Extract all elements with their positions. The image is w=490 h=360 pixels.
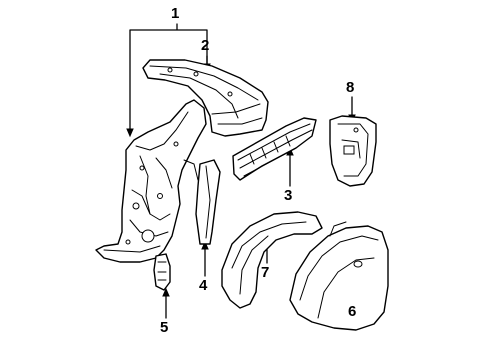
callout-4: 4 (199, 277, 208, 294)
callout-2: 2 (201, 37, 210, 54)
wheelhouse-outer-part (289, 221, 389, 331)
quarter-inner-panel-part (95, 99, 207, 263)
upper-rail-part (142, 59, 269, 137)
callout-7: 7 (261, 264, 270, 281)
callout-5: 5 (160, 319, 169, 336)
pillar-strip-part (195, 159, 221, 245)
callout-6: 6 (348, 303, 357, 320)
small-bracket-part (153, 253, 171, 291)
support-bracket-part (329, 115, 377, 187)
callout-1: 1 (171, 5, 180, 22)
extension-panel-part (232, 117, 317, 181)
callout-8: 8 (346, 79, 355, 96)
wheelhouse-inner-part (221, 211, 323, 309)
callout-3: 3 (284, 187, 293, 204)
